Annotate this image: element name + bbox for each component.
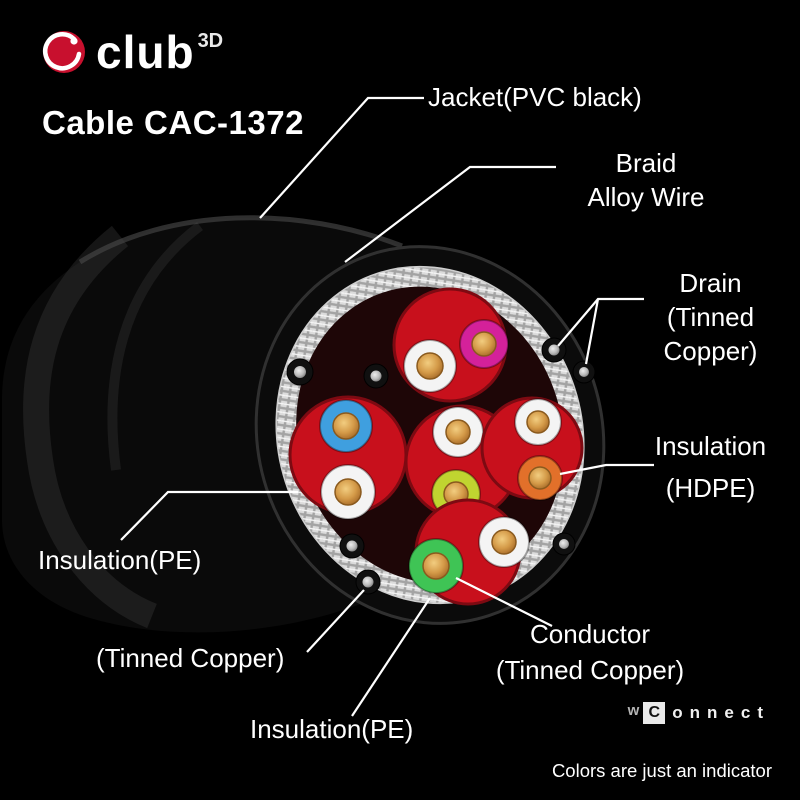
wconnect-w: w (627, 702, 640, 719)
label-insulation-hdpe-line2: (HDPE) (665, 473, 756, 503)
wconnect-logo: w C onnect (628, 702, 770, 724)
leader-insulation-hdpe (559, 463, 654, 476)
drain-wires (286, 337, 596, 595)
label-jacket: Jacket(PVC black) (428, 82, 642, 112)
logo-wordmark: club (96, 26, 195, 78)
copper-conductor (528, 466, 552, 490)
logo-3d-mark: 3D (197, 30, 224, 52)
label-conductor: Conductor (Tinned Copper) (440, 616, 740, 688)
wire-pair-right (480, 396, 584, 501)
label-insulation-hdpe: Insulation (HDPE) (628, 425, 793, 509)
leader-jacket (259, 96, 424, 219)
leader-conductor (455, 577, 553, 627)
leader-drain-b (584, 298, 600, 365)
label-braid-line2: Alloy Wire (587, 182, 705, 212)
drain-wire (339, 533, 365, 559)
copper-conductor (526, 410, 550, 434)
label-drain-line3: Copper) (663, 336, 758, 366)
label-insulation-hdpe-line1: Insulation (654, 431, 767, 461)
label-conductor-line1: Conductor (530, 619, 650, 649)
wire-pair-bottom (408, 498, 530, 606)
leader-braid (344, 165, 556, 263)
label-insulation-pe-bottom: Insulation(PE) (250, 714, 414, 744)
drain-wire (355, 569, 381, 595)
copper-conductor (332, 412, 360, 440)
wconnect-rest: onnect (672, 703, 770, 722)
wire-pair-top (392, 287, 509, 403)
wire-pair-left (288, 395, 408, 520)
leader-tinned-copper-left (306, 589, 365, 653)
label-insulation-pe-left: Insulation(PE) (38, 545, 202, 575)
leader-insulation-pe-bottom (351, 597, 431, 717)
label-drain: Drain (Tinned Copper) (638, 266, 783, 368)
copper-conductor (471, 331, 497, 357)
drain-wire (286, 358, 314, 386)
label-braid: Braid Alloy Wire (556, 146, 736, 214)
copper-conductor (445, 419, 471, 445)
page-title: Cable CAC-1372 (42, 104, 304, 141)
drain-wire (363, 363, 389, 389)
club3d-logo-icon (42, 31, 85, 73)
label-braid-line1: Braid (615, 148, 677, 178)
footer-note: Colors are just an indicator (551, 760, 772, 781)
drain-wire (552, 532, 576, 556)
copper-conductor (491, 529, 517, 555)
label-drain-line2: (Tinned (666, 302, 755, 332)
club3d-logo: club 3D (40, 28, 223, 76)
wconnect-c-box: C (643, 702, 666, 724)
copper-conductor (422, 552, 450, 580)
leader-lines (120, 96, 654, 717)
label-drain-line1: Drain (679, 268, 742, 298)
drain-wire (572, 360, 596, 384)
copper-conductor (416, 352, 444, 380)
leader-insulation-pe-left (120, 490, 298, 541)
label-tinned-copper-left: (Tinned Copper) (96, 643, 285, 673)
copper-conductor (334, 478, 362, 506)
label-conductor-line2: (Tinned Copper) (495, 655, 685, 685)
